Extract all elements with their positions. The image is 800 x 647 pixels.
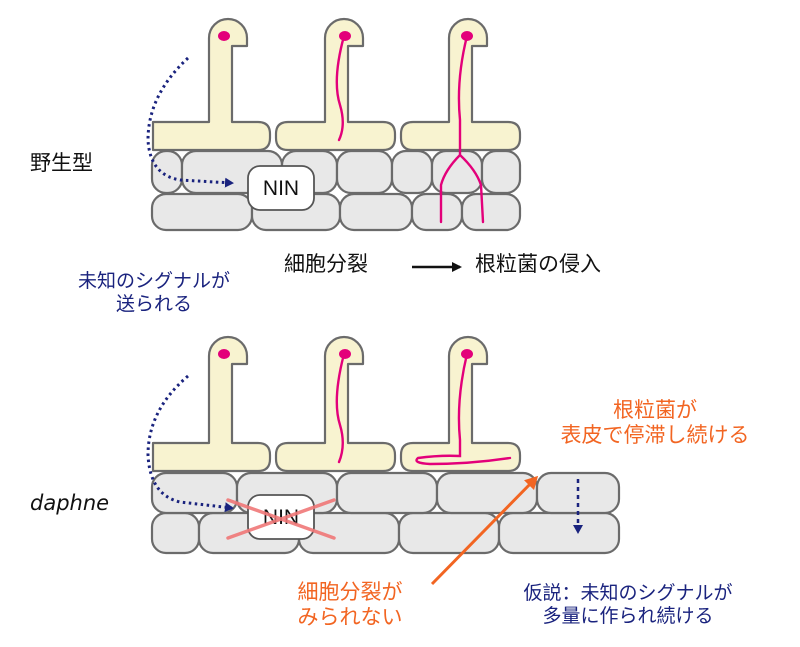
top-cortex-row-1 — [150, 149, 522, 195]
orange-pointer-arrow — [430, 475, 539, 586]
process-cell-division: 細胞分裂 — [284, 252, 368, 276]
bottom-cortex-row-1 — [150, 471, 621, 515]
rhizobia-stuck-line2: 表皮で停滞し続ける — [560, 423, 750, 448]
rhizobia-stuck-note: 根粒菌が 表皮で停滞し続ける — [530, 398, 780, 448]
top-nin-label: NIN — [263, 177, 299, 200]
bottom-rhizobia — [218, 349, 473, 359]
top-cortex-row-2 — [150, 192, 522, 232]
bottom-hair-cell-2 — [274, 335, 397, 473]
bottom-cortex-row-2 — [150, 511, 621, 555]
top-thread-3 — [439, 34, 485, 224]
daphne-label: daphne — [30, 491, 110, 515]
signal-note-line2: 送られる — [115, 292, 192, 315]
top-thread-2 — [335, 34, 346, 142]
no-division-line2: みられない — [297, 605, 403, 630]
top-hair-cell-2 — [274, 17, 397, 152]
top-infection-threads — [335, 34, 485, 224]
signal-note: 未知のシグナルが 送られる — [44, 270, 264, 316]
hypothesis-line1: 仮説：未知のシグナルが — [523, 582, 733, 604]
rhizobia-stuck-line1: 根粒菌が — [613, 398, 697, 422]
process-rhizobia-invasion: 根粒菌の侵入 — [475, 252, 601, 276]
hypothesis-note: 仮説：未知のシグナルが 多量に作られ続ける — [478, 582, 778, 628]
bottom-thread-3 — [415, 352, 512, 466]
top-nin-box — [247, 165, 315, 211]
hypothesis-line2: 多量に作られ続ける — [542, 604, 714, 627]
signal-note-line1: 未知のシグナルが — [77, 270, 230, 292]
top-rhizobia — [218, 31, 473, 41]
bottom-nin-box — [247, 494, 315, 540]
bottom-hair-cell-1 — [151, 335, 272, 473]
bottom-signal-arrow — [146, 374, 234, 513]
no-division-line1: 細胞分裂が — [297, 580, 403, 604]
nin-cross-mark — [226, 498, 336, 540]
wild-type-label: 野生型 — [30, 151, 93, 175]
no-division-note: 細胞分裂が みられない — [260, 580, 440, 630]
bottom-thread-2 — [335, 352, 346, 464]
top-hair-cell-1 — [151, 17, 272, 152]
bottom-infection-threads — [335, 352, 512, 466]
